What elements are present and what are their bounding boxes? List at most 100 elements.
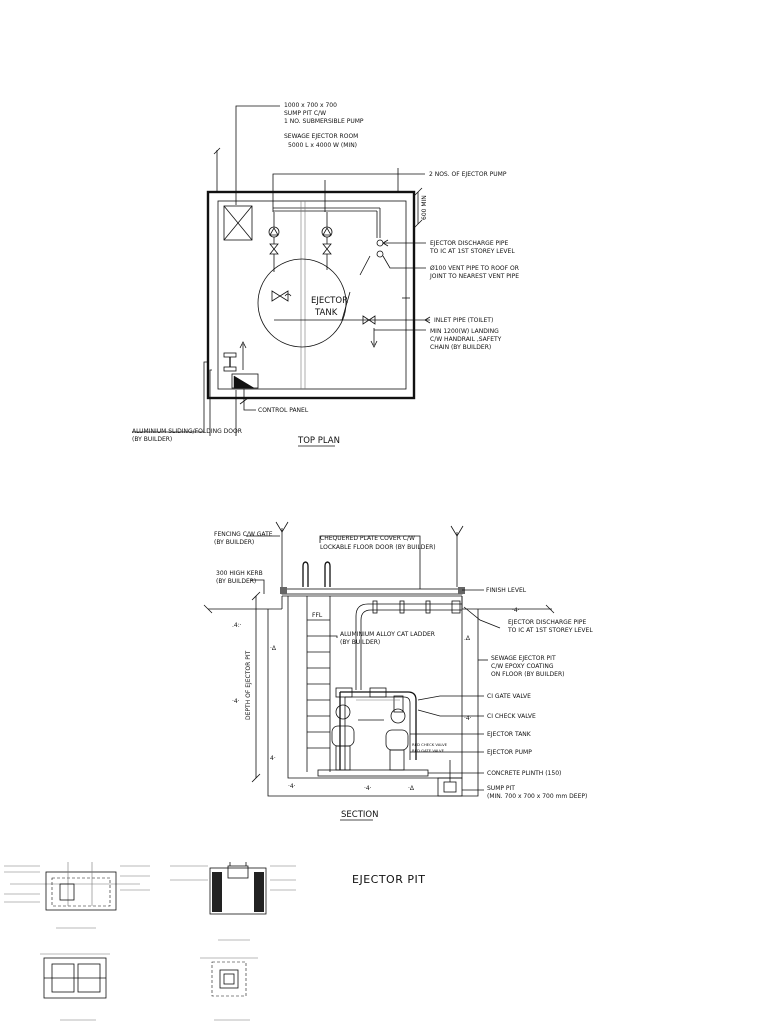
svg-text:ON FLOOR (BY BUILDER): ON FLOOR (BY BUILDER) (491, 671, 564, 678)
svg-text:C/W EPOXY COATING: C/W EPOXY COATING (491, 663, 554, 670)
vent-note: Ø100 VENT PIPE TO ROOF OR JOINT TO NEARE… (429, 265, 519, 280)
plinth-label: CONCRETE PLINTH (150) (487, 770, 561, 777)
detail-thumbnail-2 (170, 862, 296, 941)
door-note: ALUMINIUM SLIDING/FOLDING DOOR (BY BUILD… (132, 428, 242, 443)
svg-text:·4·: ·4· (288, 783, 296, 790)
svg-text:.4:·: .4:· (232, 622, 242, 629)
svg-text:EJECTOR DISCHARGE PIPE: EJECTOR DISCHARGE PIPE (430, 240, 509, 247)
concrete-hatching: .4:· ·4· ·Δ 4· ·4· .Δ ·4· ·4· ·Δ ·4· (232, 607, 520, 792)
svg-text:SUMP PIT C/W: SUMP PIT C/W (284, 110, 326, 117)
discharge-note: EJECTOR DISCHARGE PIPE TO IC AT 1ST STOR… (429, 240, 515, 255)
svg-text:ALUMINIUM ALLOY CAT LADDER: ALUMINIUM ALLOY CAT LADDER (340, 631, 435, 638)
svg-text:CHAIN (BY BUILDER): CHAIN (BY BUILDER) (430, 344, 491, 351)
section-view: FENCING C/W GATE (BY BUILDER) CHEQUERED … (203, 521, 593, 821)
svg-text:EJECTOR: EJECTOR (311, 296, 348, 306)
detail-thumbnail-3 (40, 953, 110, 1021)
ejector-tank-label: EJECTOR TANK (487, 731, 532, 738)
svg-text:1000 x 700 x 700: 1000 x 700 x 700 (284, 102, 337, 109)
svg-text:(BY BUILDER): (BY BUILDER) (132, 436, 172, 443)
room-outer-wall (206, 190, 416, 400)
svg-text:MIN 1200(W) LANDING: MIN 1200(W) LANDING (430, 328, 499, 335)
section-discharge-note: EJECTOR DISCHARGE PIPE TO IC AT 1ST STOR… (507, 619, 593, 634)
gate-note: FENCING C/W GATE (BY BUILDER) (214, 531, 273, 546)
svg-text:RED GATE VALVE: RED GATE VALVE (412, 748, 445, 753)
svg-text:C/W HANDRAIL ,SAFETY: C/W HANDRAIL ,SAFETY (430, 336, 502, 343)
kerb-note: 300 HIGH KERB (BY BUILDER) (216, 570, 263, 585)
top-plan-title: TOP PLAN (297, 436, 340, 446)
svg-text:(BY BUILDER): (BY BUILDER) (340, 639, 380, 646)
finish-level: FINISH LEVEL (486, 587, 527, 594)
ffl-label: FFL (312, 612, 323, 619)
vent-pipe-symbol (376, 250, 384, 258)
small-valve-labels: RED CHECK VALVE RED GATE VALVE (412, 742, 448, 753)
sump-pit-box (223, 205, 253, 241)
svg-text:·4·: ·4· (512, 607, 520, 614)
ejector-pump-label: EJECTOR PUMP (487, 749, 532, 756)
svg-text:RED CHECK VALVE: RED CHECK VALVE (412, 742, 448, 747)
pump-note: 2 NOS. OF EJECTOR PUMP (429, 171, 507, 178)
svg-text:FENCING C/W GATE: FENCING C/W GATE (214, 531, 273, 538)
svg-text:LOCKABLE FLOOR DOOR (BY BUILDE: LOCKABLE FLOOR DOOR (BY BUILDER) (320, 544, 436, 551)
svg-text:EJECTOR DISCHARGE PIPE: EJECTOR DISCHARGE PIPE (508, 619, 587, 626)
room-note: SEWAGE EJECTOR ROOM 5000 L x 4000 W (MIN… (284, 133, 358, 149)
check-valve-label: CI CHECK VALVE (487, 713, 536, 720)
svg-text:5000 L x 4000 W (MIN): 5000 L x 4000 W (MIN) (288, 142, 357, 149)
sump-note: 1000 x 700 x 700 SUMP PIT C/W 1 NO. SUBM… (284, 102, 364, 125)
svg-text:JOINT TO NEAREST VENT PIPE: JOINT TO NEAREST VENT PIPE (429, 273, 519, 280)
svg-text:300 HIGH KERB: 300 HIGH KERB (216, 570, 263, 577)
discharge-pipe (355, 603, 462, 690)
depth-label: DEPTH OF EJECTOR PIT (245, 650, 252, 720)
svg-text:1 NO. SUBMERSIBLE PUMP: 1 NO. SUBMERSIBLE PUMP (284, 118, 364, 125)
svg-text:SUMP PIT: SUMP PIT (487, 785, 515, 792)
inlet-note: INLET PIPE (TOILET) (434, 317, 493, 324)
pump-assembly (331, 687, 417, 771)
svg-text:TO IC AT 1ST STOREY LEVEL: TO IC AT 1ST STOREY LEVEL (429, 248, 515, 255)
svg-text:·4·: ·4· (232, 698, 240, 705)
svg-text:·4·: ·4· (364, 785, 372, 792)
landing-note: MIN 1200(W) LANDING C/W HANDRAIL ,SAFETY… (430, 328, 502, 351)
svg-text:·Δ: ·Δ (408, 785, 415, 792)
dim-600: 600 MIN (421, 195, 428, 220)
detail-thumbnail-1 (4, 862, 150, 929)
detail-thumbnail-4 (200, 957, 258, 1021)
tank-label: EJECTOR TANK (311, 296, 348, 318)
pit-inner-wall (287, 596, 463, 779)
sheet-title: EJECTOR PIT (352, 873, 425, 886)
svg-text:·4·: ·4· (464, 715, 472, 722)
svg-text:(BY BUILDER): (BY BUILDER) (216, 578, 256, 585)
cover-note: CHEQUERED PLATE COVER C/W LOCKABLE FLOOR… (320, 535, 436, 551)
svg-text:4·: 4· (270, 755, 276, 762)
svg-text:(BY BUILDER): (BY BUILDER) (214, 539, 254, 546)
section-sump-note: SUMP PIT (MIN. 700 x 700 x 700 mm DEEP) (487, 785, 587, 800)
cat-ladder (306, 596, 331, 772)
sump-note-leader (235, 105, 280, 205)
svg-text:SEWAGE EJECTOR ROOM: SEWAGE EJECTOR ROOM (284, 133, 358, 140)
ladder-note: ALUMINIUM ALLOY CAT LADDER (BY BUILDER) (340, 631, 435, 646)
ejector-pump-section (331, 725, 355, 747)
svg-text:·Δ: ·Δ (270, 645, 277, 652)
ladder-symbol (223, 352, 237, 372)
svg-text:(MIN. 700 x 700 x 700 mm DEEP): (MIN. 700 x 700 x 700 mm DEEP) (487, 793, 587, 800)
discharge-pipe-symbol (376, 239, 384, 247)
section-title: SECTION (341, 810, 378, 820)
svg-text:TANK: TANK (314, 308, 338, 318)
svg-text:ALUMINIUM SLIDING/FOLDING DOOR: ALUMINIUM SLIDING/FOLDING DOOR (132, 428, 242, 435)
svg-text:SEWAGE EJECTOR PIT: SEWAGE EJECTOR PIT (491, 655, 556, 662)
pit-note: SEWAGE EJECTOR PIT C/W EPOXY COATING ON … (491, 655, 564, 678)
pit-outer-wall (267, 609, 479, 797)
gate-valve-label: CI GATE VALVE (487, 693, 531, 700)
svg-text:.Δ: .Δ (464, 635, 471, 642)
chequered-cover (281, 588, 463, 595)
top-plan: 1000 x 700 x 700 SUMP PIT C/W 1 NO. SUBM… (132, 102, 519, 447)
ejector-tank-plan (257, 258, 347, 348)
ejector-pump-section (385, 729, 409, 751)
control-panel-label: CONTROL PANEL (258, 407, 309, 414)
room-inner-wall (217, 200, 407, 390)
ejector-pump-symbol (321, 212, 333, 270)
svg-text:Ø100 VENT PIPE TO ROOF OR: Ø100 VENT PIPE TO ROOF OR (430, 265, 519, 272)
svg-text:CHEQUERED PLATE COVER C/W: CHEQUERED PLATE COVER C/W (320, 535, 415, 542)
svg-text:TO IC AT 1ST STOREY LEVEL: TO IC AT 1ST STOREY LEVEL (507, 627, 593, 634)
concrete-plinth (317, 769, 429, 777)
ejector-pump-symbol (268, 212, 280, 272)
